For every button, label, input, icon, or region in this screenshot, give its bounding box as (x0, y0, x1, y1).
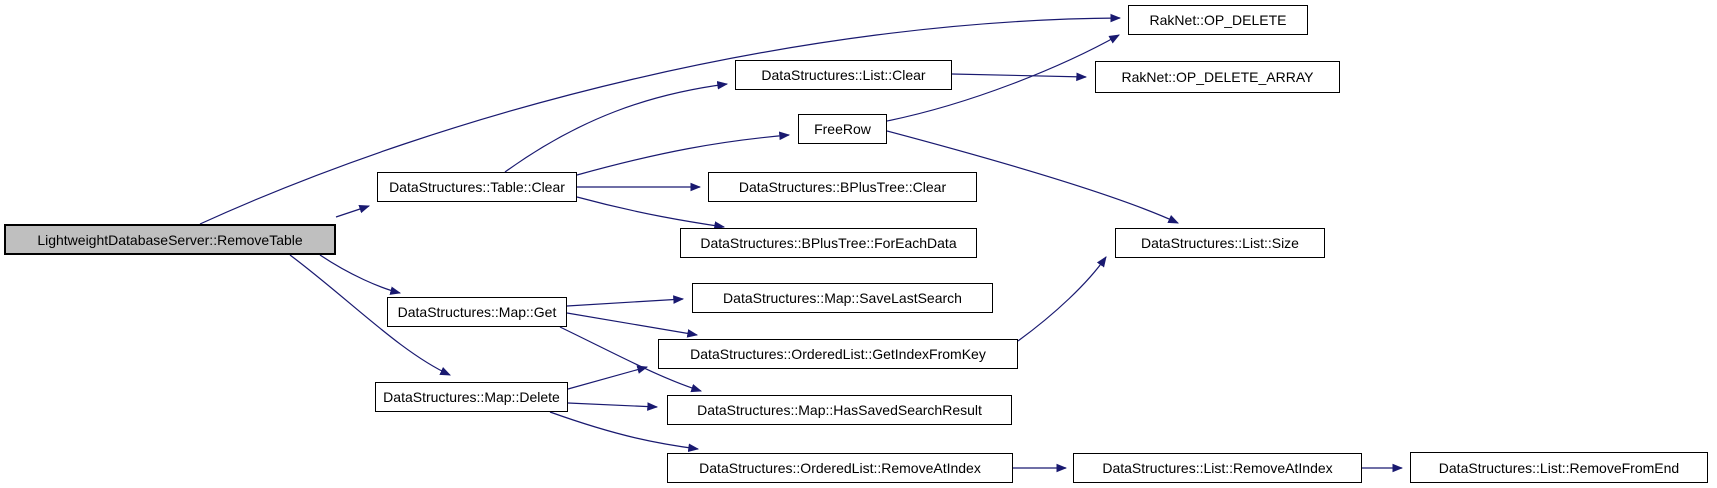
node-bplustree-foreachdata[interactable]: DataStructures::BPlusTree::ForEachData (680, 228, 977, 258)
node-label: DataStructures::OrderedList::RemoveAtInd… (699, 460, 981, 476)
edge-table-clear-free-row (576, 131, 791, 176)
node-orderedlist-removeatindex[interactable]: DataStructures::OrderedList::RemoveAtInd… (667, 453, 1013, 483)
node-label: DataStructures::Table::Clear (389, 179, 565, 195)
node-remove-table: LightweightDatabaseServer::RemoveTable (4, 224, 336, 255)
edge-map-delete-orderedlist-getindexfromkey (567, 365, 649, 390)
node-map-delete[interactable]: DataStructures::Map::Delete (375, 382, 568, 412)
edge-map-get-map-hassavedsearchresult (559, 326, 703, 393)
node-orderedlist-getindexfromkey[interactable]: DataStructures::OrderedList::GetIndexFro… (658, 339, 1018, 369)
node-map-savelastsearch[interactable]: DataStructures::Map::SaveLastSearch (692, 283, 993, 313)
node-label: DataStructures::Map::HasSavedSearchResul… (697, 402, 982, 418)
node-label: DataStructures::List::Clear (761, 67, 926, 83)
node-label: LightweightDatabaseServer::RemoveTable (37, 231, 303, 248)
edge-remove-table-map-get (319, 254, 402, 295)
node-list-removeatindex[interactable]: DataStructures::List::RemoveAtIndex (1073, 453, 1362, 483)
node-label: RakNet::OP_DELETE (1149, 12, 1287, 28)
edge-list-clear-op-delete-array (951, 72, 1088, 82)
node-op-delete[interactable]: RakNet::OP_DELETE (1128, 5, 1308, 35)
edge-map-get-orderedlist-getindexfromkey (566, 312, 699, 338)
node-list-clear[interactable]: DataStructures::List::Clear (735, 60, 952, 90)
edge-free-row-op-delete (886, 34, 1120, 122)
edge-remove-table-table-clear (335, 204, 371, 218)
edge-remove-table-map-delete (289, 254, 451, 376)
edge-map-get-map-savelastsearch (566, 295, 685, 307)
node-map-get[interactable]: DataStructures::Map::Get (387, 297, 567, 327)
edge-remove-table-op-delete (199, 13, 1122, 225)
node-free-row[interactable]: FreeRow (798, 114, 887, 144)
node-map-hassavedsearchresult[interactable]: DataStructures::Map::HasSavedSearchResul… (667, 395, 1012, 425)
node-bplustree-clear[interactable]: DataStructures::BPlusTree::Clear (708, 172, 977, 202)
node-label: DataStructures::BPlusTree::Clear (738, 179, 947, 195)
node-label: DataStructures::Map::Delete (383, 389, 560, 405)
node-list-removefromend[interactable]: DataStructures::List::RemoveFromEnd (1410, 452, 1708, 483)
node-list-size[interactable]: DataStructures::List::Size (1115, 228, 1325, 258)
node-label: DataStructures::Map::SaveLastSearch (723, 290, 962, 306)
node-op-delete-array[interactable]: RakNet::OP_DELETE_ARRAY (1095, 61, 1340, 93)
node-label: DataStructures::List::RemoveAtIndex (1102, 460, 1333, 476)
node-label: DataStructures::List::RemoveFromEnd (1438, 459, 1680, 476)
edge-table-clear-list-clear (504, 80, 729, 173)
edge-free-row-list-size (886, 130, 1179, 224)
node-label: DataStructures::OrderedList::GetIndexFro… (690, 346, 986, 362)
edge-table-clear-bplustree-foreachdata (576, 196, 726, 230)
edge-map-delete-orderedlist-removeatindex (549, 411, 700, 453)
edge-orderedlist-getindexfromkey-list-size (1017, 256, 1107, 342)
node-label: DataStructures::BPlusTree::ForEachData (700, 235, 957, 251)
node-label: DataStructures::Map::Get (397, 304, 557, 320)
node-label: RakNet::OP_DELETE_ARRAY (1121, 69, 1314, 85)
edge-map-delete-map-hassavedsearchresult (567, 402, 659, 411)
node-table-clear[interactable]: DataStructures::Table::Clear (377, 172, 577, 202)
node-label: FreeRow (814, 121, 871, 137)
node-label: DataStructures::List::Size (1141, 235, 1299, 251)
